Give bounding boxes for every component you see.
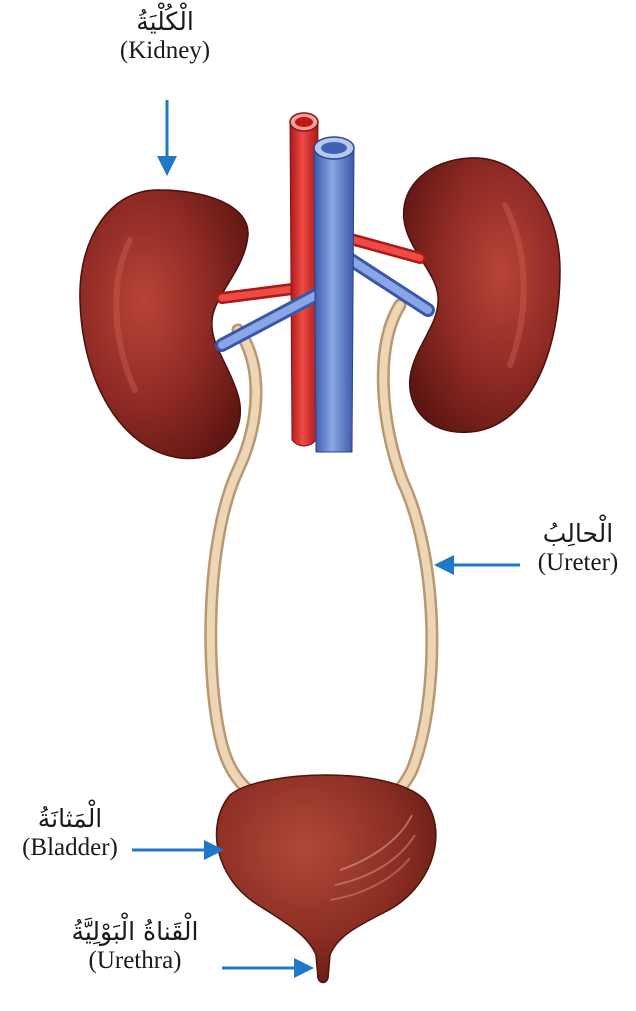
bladder-arrow xyxy=(132,840,224,860)
urethra-label: الْقَناةُ الْبَوْلِيَّةُ (Urethra) xyxy=(40,918,230,976)
bladder-label-english: (Bladder) xyxy=(0,834,140,863)
bladder xyxy=(217,775,436,983)
urethra-label-arabic: الْقَناةُ الْبَوْلِيَّةُ xyxy=(40,918,230,947)
bladder-label-arabic: الْمَثانَةُ xyxy=(0,805,140,834)
kidney-label-english: (Kidney) xyxy=(90,37,240,66)
ureter-arrow xyxy=(434,555,520,575)
urethra-label-english: (Urethra) xyxy=(40,947,230,976)
vena-cava xyxy=(314,137,354,452)
kidney-label: الْكُلْيَةُ (Kidney) xyxy=(90,8,240,66)
bladder-label: الْمَثانَةُ (Bladder) xyxy=(0,805,140,863)
left-kidney xyxy=(80,190,248,459)
ureter-label-english: (Ureter) xyxy=(520,549,636,578)
ureter-label: الْحالِبُ (Ureter) xyxy=(520,520,636,578)
ureter-label-arabic: الْحالِبُ xyxy=(520,520,636,549)
urethra-arrow xyxy=(222,958,314,978)
right-kidney xyxy=(404,158,560,432)
kidney-arrow xyxy=(157,100,177,176)
kidney-label-arabic: الْكُلْيَةُ xyxy=(90,8,240,37)
